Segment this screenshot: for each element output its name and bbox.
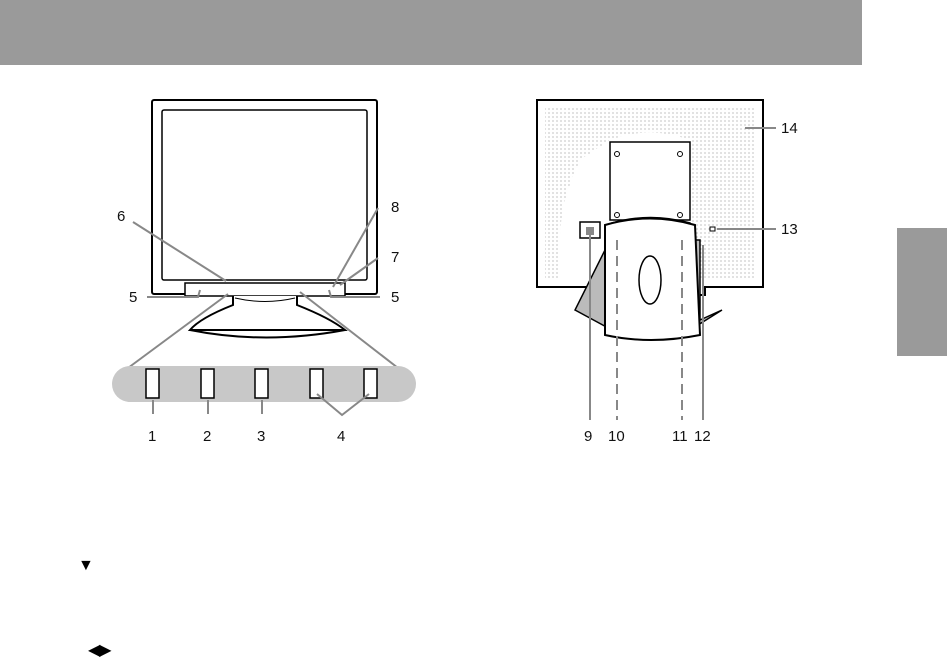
section-header-bar (0, 0, 862, 65)
callout-8: 8 (391, 199, 399, 216)
callout-13: 13 (781, 221, 798, 238)
rear-leader-lines (589, 127, 776, 420)
callout-1: 1 (148, 428, 156, 445)
front-monitor (151, 99, 378, 339)
callout-9: 9 (584, 428, 592, 445)
callout-5-right: 5 (391, 289, 399, 306)
left-right-arrows-icon: ◀▶ (88, 642, 112, 659)
callout-2: 2 (203, 428, 211, 445)
callout-12: 12 (694, 428, 711, 445)
callout-11: 11 (672, 428, 688, 445)
callout-3: 3 (257, 428, 265, 445)
front-leader-lines (127, 207, 399, 369)
control-panel-closeup (112, 366, 416, 417)
callout-10: 10 (608, 428, 625, 445)
callout-5-left: 5 (129, 289, 137, 306)
callout-14: 14 (781, 120, 798, 137)
down-arrow-icon: ▼ (78, 557, 94, 574)
rear-monitor (536, 99, 764, 341)
section-side-tab (897, 228, 947, 356)
callout-4: 4 (337, 428, 345, 445)
callout-7: 7 (391, 249, 399, 266)
callout-6: 6 (117, 208, 125, 225)
